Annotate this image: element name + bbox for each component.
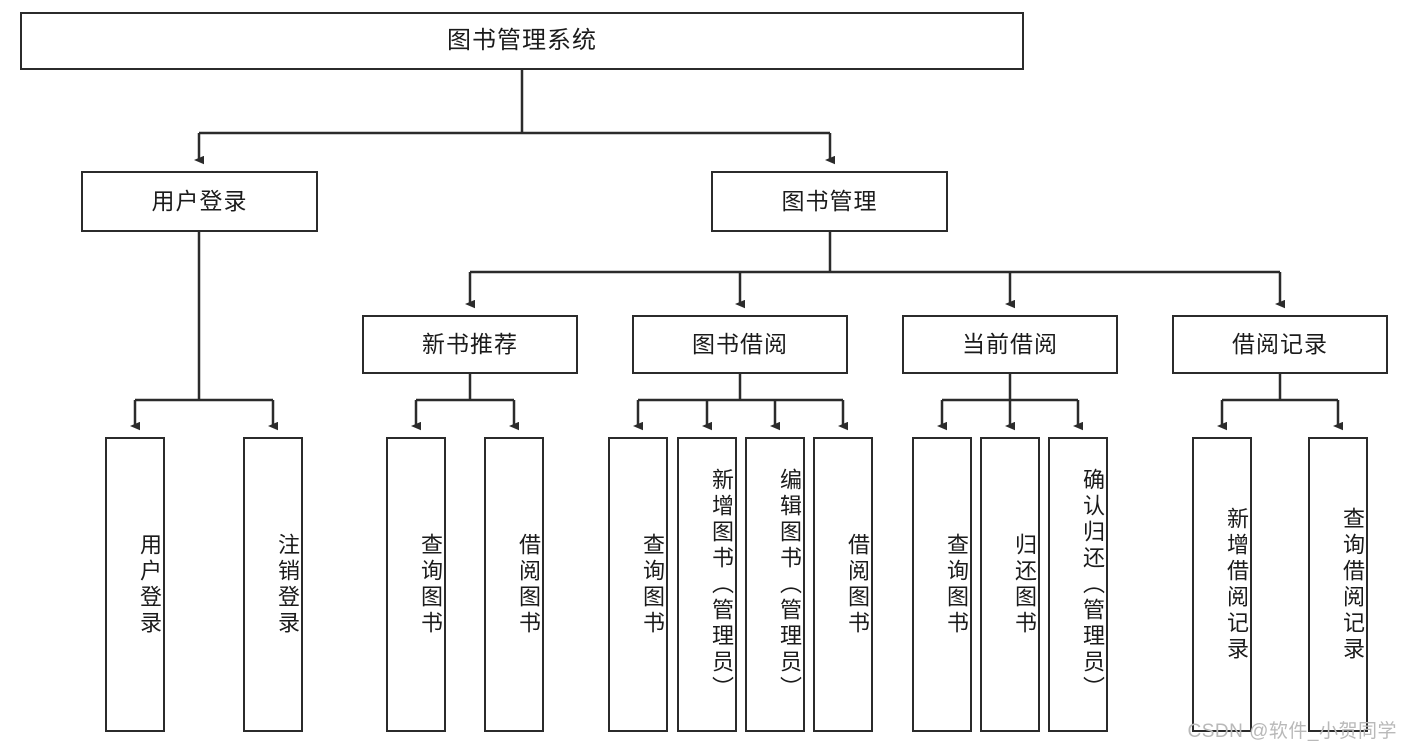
- node-book-management[interactable]: 图书管理: [711, 171, 948, 232]
- node-label: 图书借阅: [692, 330, 788, 357]
- node-label: 借阅记录: [1232, 330, 1328, 357]
- node-label: 图书管理: [781, 187, 878, 214]
- leaf-query-borrow-record[interactable]: 查询借阅记录: [1308, 437, 1368, 732]
- csdn-watermark: CSDN @软件_小贺同学: [1187, 721, 1397, 742]
- leaf-borrow-book-recommend[interactable]: 借阅图书: [484, 437, 544, 732]
- leaf-logout[interactable]: 注销登录: [243, 437, 303, 732]
- node-borrow-record[interactable]: 借阅记录: [1172, 315, 1388, 374]
- leaf-return-book[interactable]: 归还图书: [980, 437, 1040, 732]
- node-book-borrow[interactable]: 图书借阅: [632, 315, 848, 374]
- node-label: 归还图书: [1012, 532, 1037, 637]
- node-user-login[interactable]: 用户登录: [81, 171, 318, 232]
- leaf-query-book-current[interactable]: 查询图书: [912, 437, 972, 732]
- leaf-add-borrow-record[interactable]: 新增借阅记录: [1192, 437, 1252, 732]
- node-label: 借阅图书: [845, 532, 870, 637]
- leaf-user-login[interactable]: 用户登录: [105, 437, 165, 732]
- node-label: 用户登录: [151, 187, 248, 214]
- node-label: 查询借阅记录: [1340, 506, 1365, 663]
- node-label: 编辑图书（管理员）: [777, 467, 802, 702]
- node-label: 当前借阅: [962, 330, 1058, 357]
- node-new-book-recommend[interactable]: 新书推荐: [362, 315, 578, 374]
- node-label: 用户登录: [137, 532, 162, 637]
- leaf-query-book-recommend[interactable]: 查询图书: [386, 437, 446, 732]
- node-label: 查询图书: [944, 532, 969, 637]
- node-label: 借阅图书: [516, 532, 541, 637]
- leaf-edit-book-admin[interactable]: 编辑图书（管理员）: [745, 437, 805, 732]
- node-label: 查询图书: [640, 532, 665, 637]
- node-label: 新书推荐: [422, 330, 518, 357]
- node-label: 查询图书: [418, 532, 443, 637]
- leaf-query-book-borrow[interactable]: 查询图书: [608, 437, 668, 732]
- leaf-confirm-return-admin[interactable]: 确认归还（管理员）: [1048, 437, 1108, 732]
- node-label: 确认归还（管理员）: [1080, 467, 1105, 702]
- leaf-borrow-book[interactable]: 借阅图书: [813, 437, 873, 732]
- node-root-library-system[interactable]: 图书管理系统: [20, 12, 1024, 70]
- node-label: 新增图书（管理员）: [709, 467, 734, 702]
- node-current-borrow[interactable]: 当前借阅: [902, 315, 1118, 374]
- leaf-add-book-admin[interactable]: 新增图书（管理员）: [677, 437, 737, 732]
- node-label: 图书管理系统: [447, 26, 597, 54]
- node-label: 新增借阅记录: [1224, 506, 1249, 663]
- node-label: 注销登录: [275, 532, 300, 637]
